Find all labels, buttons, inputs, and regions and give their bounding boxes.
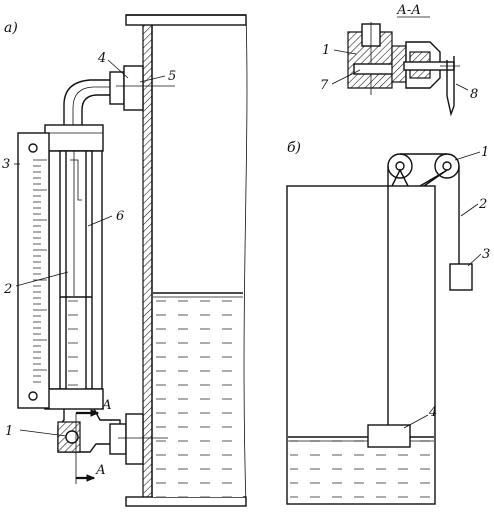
panel-b-callouts: 1 2 3 4 bbox=[403, 145, 490, 429]
sight-glass bbox=[44, 124, 104, 410]
panel-a: а) bbox=[2, 14, 248, 507]
tank-liquid bbox=[153, 292, 243, 497]
upper-fitting bbox=[63, 65, 175, 125]
callout-b3: 3 bbox=[482, 247, 490, 262]
cut-mark-bottom: А bbox=[95, 463, 106, 478]
pulleys bbox=[387, 153, 460, 187]
callout-a4: 4 bbox=[97, 51, 106, 66]
callout-b4: 4 bbox=[428, 405, 437, 420]
callout-s1: 1 bbox=[322, 43, 330, 58]
cut-mark-top: А bbox=[101, 398, 112, 413]
callout-s7: 7 bbox=[320, 78, 329, 93]
panel-b-label: б) bbox=[287, 140, 301, 156]
panel-a-callouts: 4 5 6 3 2 1 bbox=[2, 51, 176, 439]
counterweight bbox=[449, 263, 473, 291]
callout-a3: 3 bbox=[2, 157, 10, 172]
section-title: А-А bbox=[396, 3, 421, 18]
lower-valve bbox=[57, 408, 168, 484]
callout-b1: 1 bbox=[481, 145, 489, 160]
callout-a6: 6 bbox=[116, 209, 124, 224]
callout-a5: 5 bbox=[168, 69, 176, 84]
callout-a1: 1 bbox=[5, 424, 13, 439]
section-cut-marks: А А bbox=[76, 398, 112, 482]
panel-a-label: а) bbox=[4, 20, 18, 36]
callout-b2: 2 bbox=[478, 197, 487, 212]
callout-s8: 8 bbox=[470, 87, 478, 102]
panel-b: б) 1 2 3 bbox=[286, 140, 490, 505]
section-a-a: А-А 1 7 8 bbox=[320, 3, 478, 117]
scale bbox=[17, 132, 50, 409]
callout-a2: 2 bbox=[3, 282, 12, 297]
float bbox=[367, 424, 411, 448]
